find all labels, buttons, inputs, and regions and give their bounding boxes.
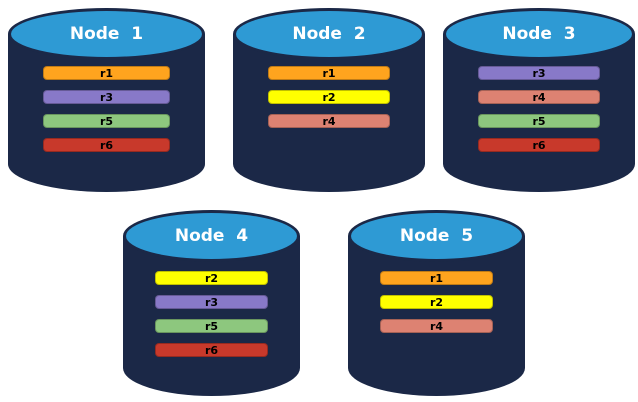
replica-bar: r5	[477, 114, 601, 128]
node-3-cylinder: Node 3 r3 r4 r5 r6	[443, 8, 635, 192]
replica-bar: r3	[43, 90, 170, 104]
database-cylinder-top: Node 2	[233, 8, 425, 60]
replica-bar: r5	[154, 319, 269, 333]
replica-list: r1 r3 r5 r6	[8, 66, 205, 162]
database-cylinder-body	[123, 236, 300, 396]
replica-bar: r1	[43, 66, 170, 80]
node-label: Node 3	[502, 24, 576, 44]
database-cylinder-top: Node 3	[443, 8, 635, 60]
node-5-cylinder: Node 5 r1 r2 r4	[348, 210, 525, 396]
node-label: Node 2	[292, 24, 366, 44]
replica-bar: r4	[267, 114, 391, 128]
database-cylinder-top: Node 1	[8, 8, 205, 60]
node-label: Node 1	[69, 24, 144, 44]
replica-bar: r6	[154, 343, 269, 357]
database-cylinder-top: Node 4	[123, 210, 300, 262]
node-1-cylinder: Node 1 r1 r3 r5 r6	[8, 8, 205, 192]
database-cylinder-body	[443, 34, 635, 192]
database-cylinder-body	[8, 34, 205, 192]
replica-bar: r3	[477, 66, 601, 80]
replica-bar: r2	[267, 90, 391, 104]
replica-bar: r5	[43, 114, 170, 128]
replica-bar: r1	[379, 271, 494, 285]
database-cylinder-body	[348, 236, 525, 396]
node-2-cylinder: Node 2 r1 r2 r4	[233, 8, 425, 192]
replica-list: r1 r2 r4	[233, 66, 425, 138]
replica-bar: r1	[267, 66, 391, 80]
replica-bar: r4	[379, 319, 494, 333]
replica-list: r2 r3 r5 r6	[123, 271, 300, 367]
database-cylinder-top: Node 5	[348, 210, 525, 262]
node-label: Node 4	[174, 226, 249, 246]
node-4-cylinder: Node 4 r2 r3 r5 r6	[123, 210, 300, 396]
replica-bar: r4	[477, 90, 601, 104]
replica-bar: r2	[154, 271, 269, 285]
replica-bar: r6	[477, 138, 601, 152]
replica-bar: r3	[154, 295, 269, 309]
replica-list: r1 r2 r4	[348, 271, 525, 343]
replica-bar: r2	[379, 295, 494, 309]
node-label: Node 5	[399, 226, 474, 246]
replica-list: r3 r4 r5 r6	[443, 66, 635, 162]
database-cylinder-body	[233, 34, 425, 192]
replica-bar: r6	[43, 138, 170, 152]
